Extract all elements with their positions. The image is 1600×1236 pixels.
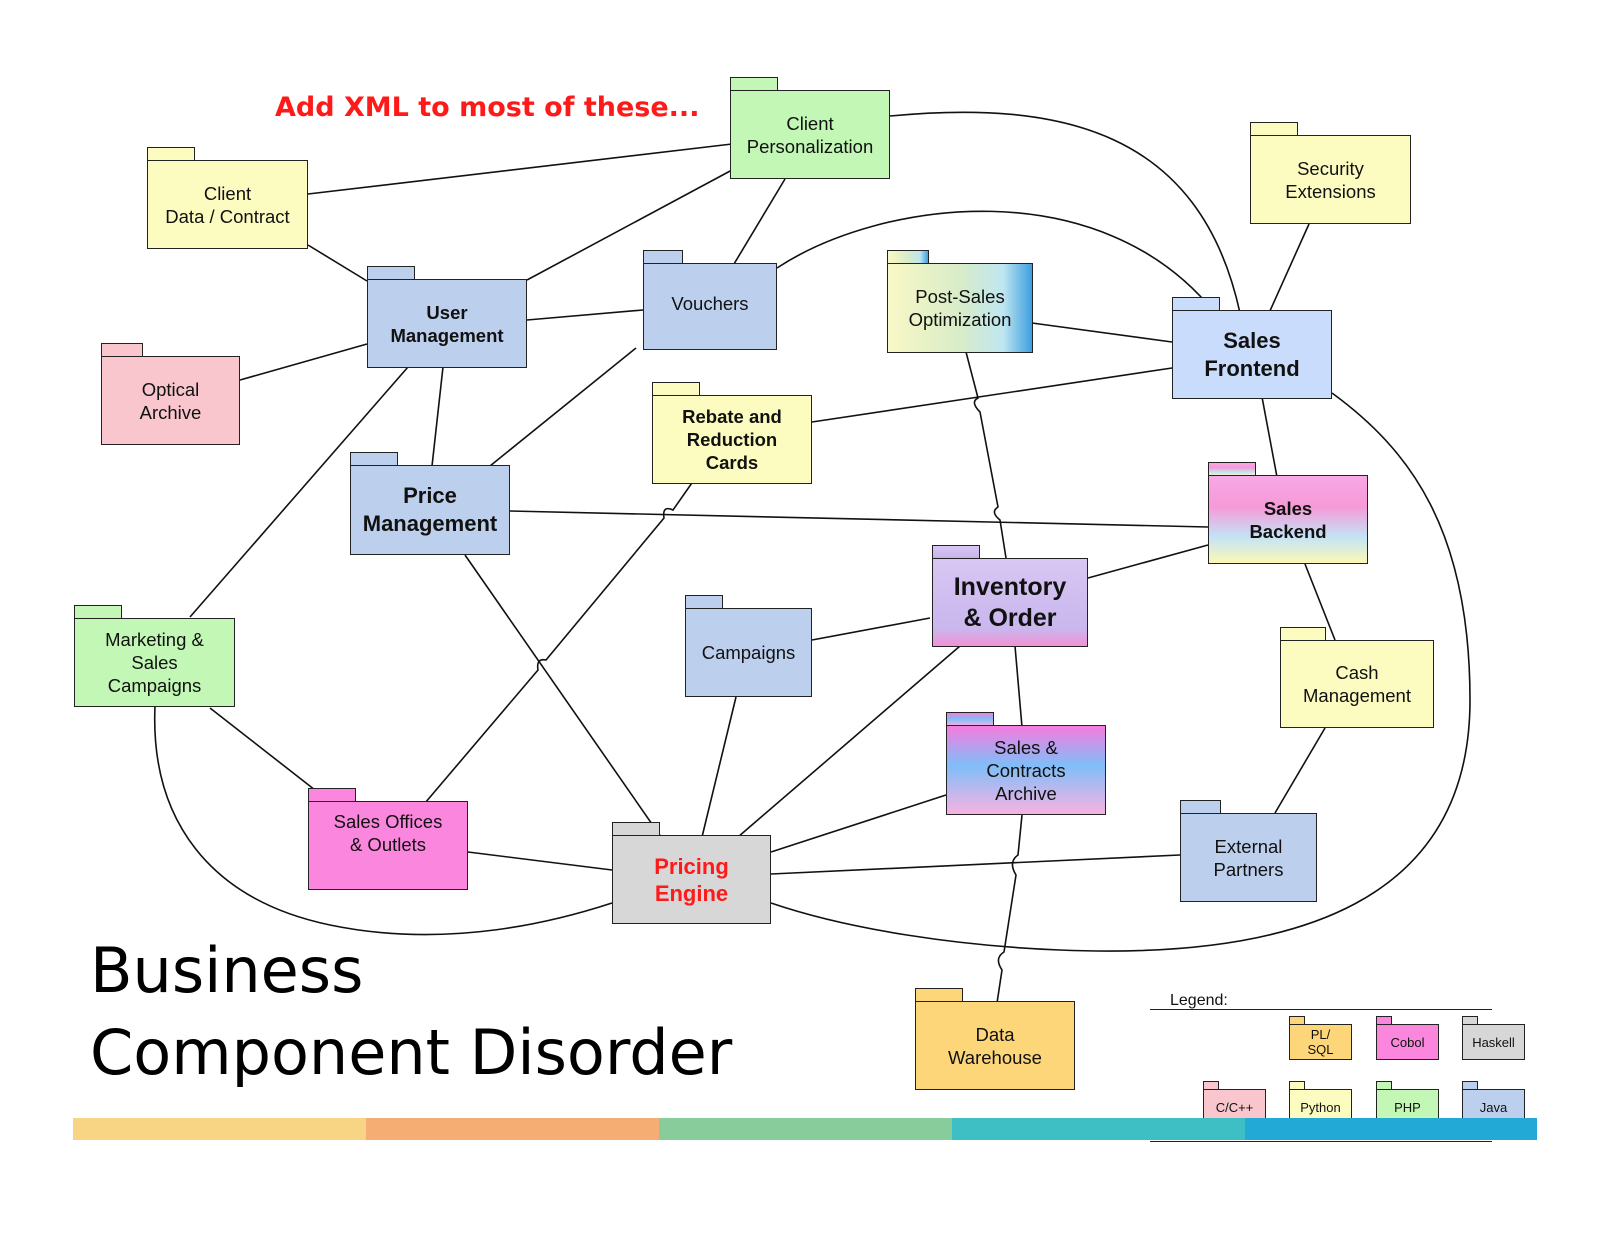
component-label: Campaigns xyxy=(685,608,812,697)
cash-management-package[interactable]: Cash Management xyxy=(1280,627,1434,728)
folder-tab xyxy=(367,266,415,280)
folder-tab xyxy=(643,250,683,264)
legend-item-label: Haskell xyxy=(1462,1024,1525,1060)
price-management-package[interactable]: Price Management xyxy=(350,452,510,555)
folder-tab xyxy=(1208,462,1256,476)
folder-tab xyxy=(1280,627,1326,641)
component-label: Cash Management xyxy=(1280,640,1434,728)
sales-offices-outlets-package[interactable]: Sales Offices & Outlets xyxy=(308,788,468,890)
client-personalization-package[interactable]: Client Personalization xyxy=(730,77,890,179)
vouchers-package[interactable]: Vouchers xyxy=(643,250,777,350)
component-label: Client Personalization xyxy=(730,90,890,179)
folder-tab xyxy=(1289,1016,1305,1025)
folder-tab xyxy=(915,988,963,1002)
component-label: Inventory & Order xyxy=(932,558,1088,647)
folder-tab xyxy=(685,595,723,609)
component-label: Marketing & Sales Campaigns xyxy=(74,618,235,707)
sales-frontend-package[interactable]: Sales Frontend xyxy=(1172,297,1332,399)
folder-tab xyxy=(74,605,122,619)
folder-tab xyxy=(1180,800,1221,814)
legend-haskell: Haskell xyxy=(1462,1016,1525,1060)
component-label: Vouchers xyxy=(643,263,777,350)
xml-note: Add XML to most of these... xyxy=(275,92,700,123)
component-label: User Management xyxy=(367,279,527,368)
folder-tab xyxy=(1462,1016,1478,1025)
folder-tab xyxy=(350,452,398,466)
legend-top-rule xyxy=(1150,1009,1492,1010)
folder-tab xyxy=(101,343,143,357)
campaigns-package[interactable]: Campaigns xyxy=(685,595,812,697)
component-label: Sales Backend xyxy=(1208,475,1368,564)
user-management-package[interactable]: User Management xyxy=(367,266,527,368)
component-label: Optical Archive xyxy=(101,356,240,445)
data-warehouse-package[interactable]: Data Warehouse xyxy=(915,988,1075,1090)
legend-label: Legend: xyxy=(1170,992,1228,1009)
legend-item-label: Cobol xyxy=(1376,1024,1439,1060)
legend-bottom-rule xyxy=(1150,1141,1492,1142)
stripe-segment-5 xyxy=(1245,1118,1537,1140)
title-line-1: Business xyxy=(90,934,364,1007)
folder-tab xyxy=(1172,297,1220,311)
folder-tab xyxy=(1289,1081,1305,1090)
inventory-order-package[interactable]: Inventory & Order xyxy=(932,545,1088,647)
component-label: Post-Sales Optimization xyxy=(887,263,1033,353)
folder-tab xyxy=(887,250,929,264)
security-extensions-package[interactable]: Security Extensions xyxy=(1250,122,1411,224)
component-label: Sales & Contracts Archive xyxy=(946,725,1106,815)
component-label: Client Data / Contract xyxy=(147,160,308,249)
component-label: External Partners xyxy=(1180,813,1317,902)
post-sales-optimization-package[interactable]: Post-Sales Optimization xyxy=(887,250,1033,353)
stripe-segment-2 xyxy=(366,1118,659,1140)
stripe-segment-3 xyxy=(659,1118,952,1140)
rebate-reduction-cards-package[interactable]: Rebate and Reduction Cards xyxy=(652,382,812,484)
external-partners-package[interactable]: External Partners xyxy=(1180,800,1317,902)
optical-archive-package[interactable]: Optical Archive xyxy=(101,343,240,445)
folder-tab xyxy=(730,77,778,91)
folder-tab xyxy=(652,382,700,396)
page-title: Business Component Disorder xyxy=(90,930,732,1094)
component-label: Sales Frontend xyxy=(1172,310,1332,399)
component-label: Rebate and Reduction Cards xyxy=(652,395,812,484)
component-label: Security Extensions xyxy=(1250,135,1411,224)
folder-tab xyxy=(1462,1081,1478,1090)
component-label: Data Warehouse xyxy=(915,1001,1075,1090)
sales-backend-package[interactable]: Sales Backend xyxy=(1208,462,1368,564)
stripe-segment-4 xyxy=(952,1118,1245,1140)
folder-tab xyxy=(1376,1081,1392,1090)
folder-tab xyxy=(612,822,660,836)
marketing-sales-campaigns-package[interactable]: Marketing & Sales Campaigns xyxy=(74,605,235,707)
sales-contracts-archive-package[interactable]: Sales & Contracts Archive xyxy=(946,712,1106,815)
folder-tab xyxy=(147,147,195,161)
component-label: Sales Offices & Outlets xyxy=(308,801,468,890)
client-data-contract-package[interactable]: Client Data / Contract xyxy=(147,147,308,249)
folder-tab xyxy=(1203,1081,1219,1090)
pricing-engine-package[interactable]: Pricing Engine xyxy=(612,822,771,924)
legend-plsql: PL/ SQL xyxy=(1289,1016,1352,1060)
legend-item-label: PL/ SQL xyxy=(1289,1024,1352,1060)
legend-cobol: Cobol xyxy=(1376,1016,1439,1060)
folder-tab xyxy=(1376,1016,1392,1025)
folder-tab xyxy=(932,545,980,559)
folder-tab xyxy=(1250,122,1298,136)
folder-tab xyxy=(946,712,994,726)
title-line-2: Component Disorder xyxy=(90,1016,733,1089)
stripe-segment-1 xyxy=(73,1118,366,1140)
folder-tab xyxy=(308,788,356,802)
component-label: Pricing Engine xyxy=(612,835,771,924)
component-label: Price Management xyxy=(350,465,510,555)
